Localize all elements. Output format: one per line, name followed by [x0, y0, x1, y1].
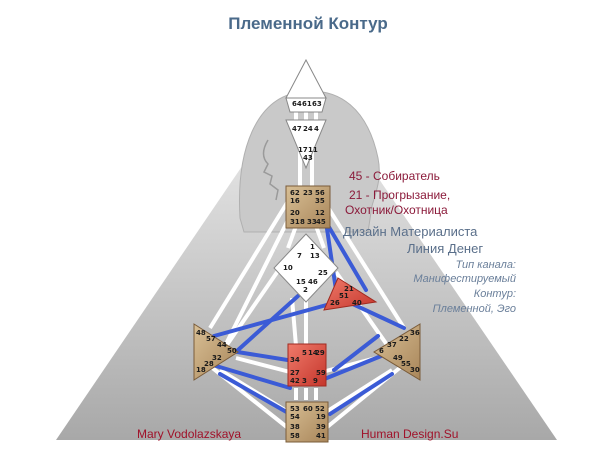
head-center	[285, 58, 327, 99]
gate-label: 17	[298, 146, 308, 154]
gate-label: 59	[316, 369, 326, 377]
gate-label: 31	[290, 218, 300, 226]
gate-label: 9	[313, 377, 318, 385]
gate-label: 40	[352, 299, 362, 307]
head-silhouette	[239, 90, 380, 233]
gate-label: 41	[316, 432, 326, 440]
gate-label: 15	[296, 278, 306, 286]
gate-label: 21	[344, 285, 354, 293]
gate-label: 62	[290, 189, 300, 197]
gate-label: 27	[290, 369, 300, 377]
gate-label: 16	[290, 197, 300, 205]
gate-label: 30	[410, 366, 420, 374]
gate-label: 11	[308, 146, 318, 154]
gate-label: 1	[310, 243, 315, 251]
gate-label: 33	[307, 218, 317, 226]
author-credit: Mary Vodolazskaya	[137, 427, 242, 441]
gate-label: 45	[316, 218, 326, 226]
gate-label: 57	[206, 335, 216, 343]
gate-label: 63	[312, 100, 322, 108]
gate-label: 39	[316, 423, 326, 431]
gate-label: 28	[204, 360, 214, 368]
gate-label: 53	[290, 405, 300, 413]
gate-label: 5	[302, 349, 307, 357]
gate-label: 20	[290, 209, 300, 217]
gate-label: 23	[303, 189, 313, 197]
gate-label: 12	[315, 209, 325, 217]
gate-label: 51	[339, 292, 349, 300]
gate-label: 50	[227, 347, 237, 355]
gate-label: 8	[300, 218, 305, 226]
site-credit: Human Design.Su	[361, 427, 459, 441]
gate-label: 14	[308, 349, 318, 357]
gate-label: 43	[303, 154, 313, 162]
gate-label: 49	[393, 354, 403, 362]
gate-label: 64	[292, 100, 302, 108]
gate-numbers: 64 61 63 47 24 4 17 11 43 62 23 56 16 35…	[196, 100, 420, 440]
gate-label: 6	[379, 347, 384, 355]
g-center	[273, 233, 339, 303]
gate-label: 18	[196, 366, 206, 374]
design-name: Дизайн Материалиста	[343, 224, 478, 239]
root-center	[285, 401, 329, 443]
gate-label: 55	[401, 360, 411, 368]
gate-label: 25	[318, 269, 328, 277]
annotation-gate-21-role: Охотник/Охотница	[345, 203, 448, 217]
gate-label: 42	[290, 377, 300, 385]
sacral-center	[287, 343, 327, 387]
gate-label: 48	[196, 329, 206, 337]
gate-label: 36	[410, 329, 420, 337]
gate-label: 58	[290, 432, 300, 440]
solar-plexus-center	[373, 323, 421, 381]
gate-label: 29	[315, 349, 325, 357]
gate-label: 54	[290, 413, 300, 421]
channel-type-value: Манифестируемый	[413, 273, 516, 285]
head-center-lower	[285, 97, 327, 113]
gate-label: 3	[302, 377, 307, 385]
gate-label: 24	[303, 125, 313, 133]
gate-label: 34	[290, 356, 300, 364]
gate-label: 37	[387, 341, 397, 349]
gate-label: 4	[314, 125, 319, 133]
gate-label: 13	[310, 252, 320, 260]
annotation-gate-21: 21 - Прогрызание,	[349, 188, 451, 202]
gate-label: 26	[330, 299, 340, 307]
gate-label: 52	[315, 405, 325, 413]
annotation-gate-45: 45 - Собиратель	[349, 169, 440, 183]
circuit-value: Племенной, Эго	[432, 303, 516, 315]
gate-label: 35	[315, 197, 325, 205]
gate-label: 46	[308, 278, 318, 286]
design-line: Линия Денег	[407, 241, 484, 256]
gate-label: 61	[302, 100, 312, 108]
throat-center	[285, 185, 331, 229]
channel-type-label: Тип канала:	[455, 259, 516, 271]
ajna-center	[285, 119, 327, 170]
spleen-center	[193, 323, 239, 381]
ego-center	[323, 277, 378, 311]
gate-label: 7	[297, 252, 302, 260]
gate-label: 22	[399, 335, 409, 343]
gate-label: 47	[292, 125, 302, 133]
gate-label: 60	[303, 405, 313, 413]
gate-label: 44	[217, 341, 227, 349]
gate-label: 38	[290, 423, 300, 431]
face-profile	[262, 139, 279, 201]
gate-label: 19	[316, 413, 326, 421]
circuit-label: Контур:	[473, 288, 516, 300]
gate-label: 10	[283, 264, 293, 272]
diagram-title: Племенной Контур	[228, 14, 388, 33]
gate-label: 56	[315, 189, 325, 197]
gate-label: 2	[303, 286, 308, 294]
gate-label: 32	[212, 354, 222, 362]
